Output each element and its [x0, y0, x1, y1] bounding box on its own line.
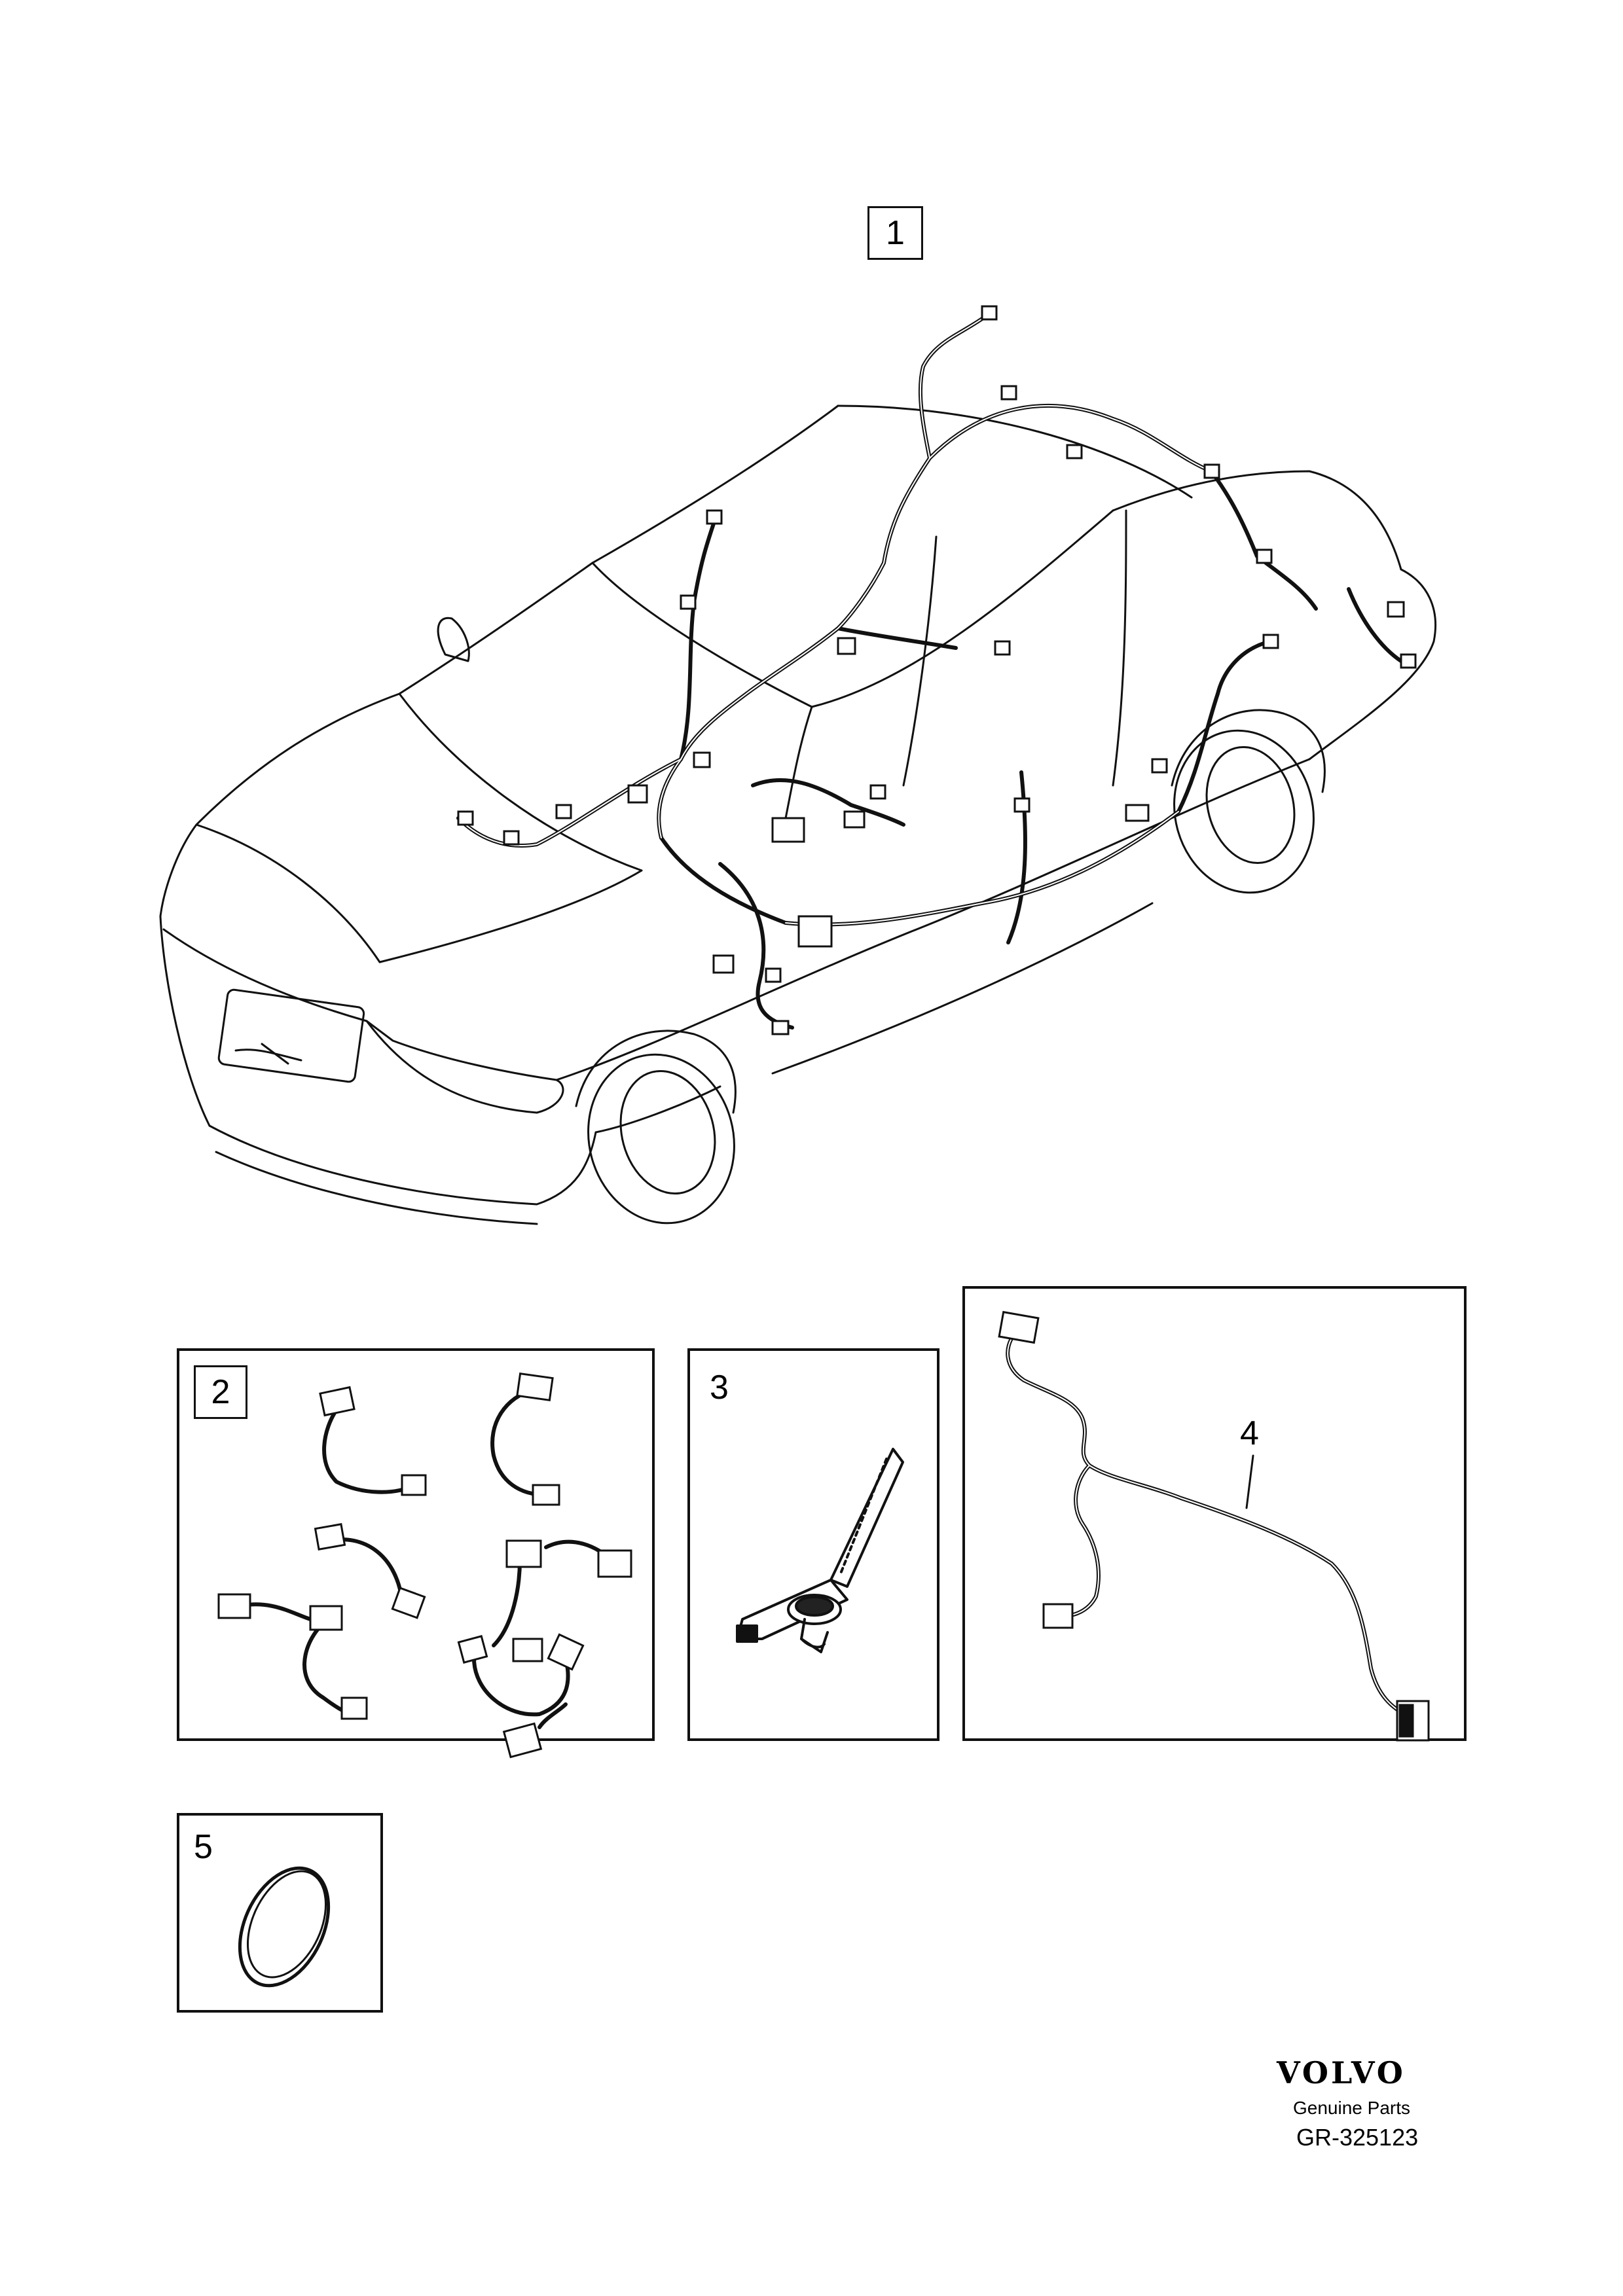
grommet-icon [238, 1866, 331, 1988]
callout-5-grommet[interactable]: 5 [194, 1828, 213, 1866]
callout-3-cable-clip[interactable]: 3 [710, 1369, 729, 1407]
repair-harness-panel: 2 [177, 1348, 655, 1759]
harness-connector-icon [998, 1310, 1430, 1742]
callout-1-main-harness[interactable]: 1 [867, 206, 923, 260]
cable-tie-icon [736, 1448, 904, 1653]
grommet-panel: 5 [177, 1813, 383, 2013]
sensor-harness-panel: 4 [962, 1286, 1467, 1742]
callout-2-repair-harnesses[interactable]: 2 [194, 1365, 247, 1419]
genuine-parts-label: Genuine Parts [1293, 2098, 1410, 2118]
callout-4-sensor-harness[interactable]: 4 [1240, 1414, 1259, 1452]
diagram-code: GR-325123 [1296, 2124, 1419, 2151]
volvo-logo: VOLVO [1277, 2055, 1406, 2090]
car-wiring-illustration [159, 305, 1437, 1225]
harness-connector-icon [217, 1372, 632, 1759]
cable-clip-panel: 3 [687, 1348, 939, 1741]
